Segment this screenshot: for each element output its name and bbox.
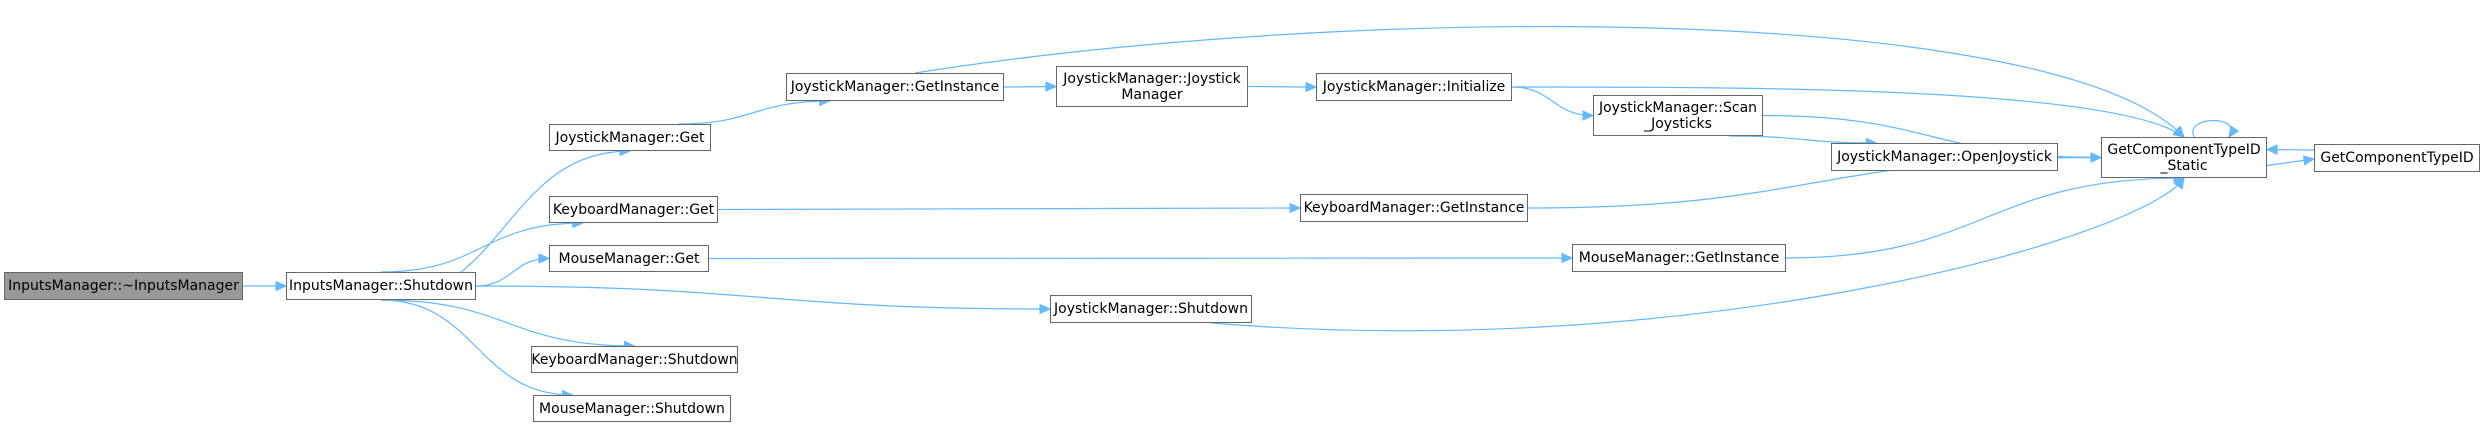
- node-getcomponenttypeid-static[interactable]: GetComponentTypeID_Static: [2101, 137, 2267, 178]
- node-label: JoystickManager::OpenJoystick: [1837, 149, 2052, 165]
- node-label: JoystickManager::Joystick: [1063, 70, 1241, 87]
- node-mouse-get[interactable]: MouseManager::Get: [549, 245, 709, 272]
- edge-arrowhead: [2090, 152, 2103, 163]
- edge-joystick-initialize-to-gct-static: [1511, 86, 2185, 138]
- edge-arrowhead: [1561, 252, 1574, 264]
- edge-arrowhead: [1039, 303, 1052, 315]
- node-keyboard-getinstance[interactable]: KeyboardManager::GetInstance: [1300, 194, 1528, 222]
- node-label: JoystickManager::Get: [555, 129, 705, 146]
- node-getcomponenttypeid[interactable]: GetComponentTypeID: [2314, 144, 2480, 172]
- node-joystick-get[interactable]: JoystickManager::Get: [549, 124, 711, 151]
- edge-arrowhead: [2228, 125, 2240, 139]
- node-joystick-openjoystick[interactable]: JoystickManager::OpenJoystick: [1831, 143, 2058, 171]
- edge-arrowhead: [2265, 144, 2278, 155]
- edge-keyboard-get-to-keyboard-getinstance: [717, 207, 1301, 211]
- edge-inputs-shutdown-to-mouse-shutdown: [380, 299, 573, 396]
- edge-arrowhead: [275, 280, 288, 292]
- node-label: KeyboardManager::Get: [552, 201, 715, 218]
- node-label: InputsManager::~InputsManager: [8, 278, 239, 294]
- edge-arrowhead: [1305, 81, 1318, 93]
- node-label: _Static: [2160, 157, 2208, 174]
- node-label: Manager: [1121, 86, 1183, 103]
- node-keyboard-shutdown[interactable]: KeyboardManager::Shutdown: [531, 346, 738, 373]
- edge-inputs-shutdown-to-keyboard-shutdown: [380, 299, 635, 347]
- node-keyboard-get[interactable]: KeyboardManager::Get: [549, 196, 718, 223]
- node-label: JoystickManager::GetInstance: [790, 79, 1000, 95]
- node-joystick-initialize[interactable]: JoystickManager::Initialize: [1316, 73, 1512, 101]
- edge-arrowhead: [2172, 126, 2185, 138]
- node-label: GetComponentTypeID: [2107, 141, 2261, 158]
- node-label: MouseManager::GetInstance: [1578, 250, 1780, 266]
- node-joystick-shutdown[interactable]: JoystickManager::Shutdown: [1050, 295, 1252, 323]
- edge-joystick-shutdown-to-gct-static: [1211, 177, 2185, 332]
- edge-joystick-get-to-joystick-getinstance: [678, 100, 830, 125]
- node-inputs-shutdown[interactable]: InputsManager::Shutdown: [286, 272, 476, 300]
- node-inputs-destructor[interactable]: InputsManager::~InputsManager: [4, 272, 243, 300]
- node-label: KeyboardManager::GetInstance: [1303, 200, 1525, 216]
- edge-inputs-shutdown-to-mouse-get: [475, 257, 550, 287]
- edge-arrowhead: [538, 253, 551, 264]
- node-label: KeyboardManager::Shutdown: [531, 351, 738, 368]
- edge-arrowhead: [2302, 155, 2316, 166]
- edge-arrowhead: [1582, 110, 1595, 121]
- node-mouse-getinstance[interactable]: MouseManager::GetInstance: [1572, 244, 1786, 272]
- edge-arrowhead: [1289, 202, 1302, 214]
- edge-arrowhead: [1045, 81, 1058, 92]
- edge-inputs-shutdown-to-joystick-shutdown: [475, 285, 1051, 310]
- edge-inputs-shutdown-to-keyboard-get: [380, 222, 583, 273]
- edge-joystick-scan-to-joystick-open: [1728, 135, 1877, 144]
- node-label: InputsManager::Shutdown: [289, 278, 473, 294]
- node-joystick-getinstance[interactable]: JoystickManager::GetInstance: [786, 73, 1004, 101]
- edge-joystick-getinstance-to-gct-static: [914, 26, 2185, 138]
- node-label: JoystickManager::Initialize: [1322, 79, 1506, 95]
- node-label: MouseManager::Shutdown: [539, 400, 725, 417]
- node-label: _Joysticks: [1644, 115, 1712, 132]
- node-label: MouseManager::Get: [558, 250, 700, 267]
- node-label: JoystickManager::Shutdown: [1054, 301, 1248, 317]
- edge-arrowhead: [2173, 176, 2185, 190]
- edge-gct-static-to-gct-static: [2192, 120, 2232, 138]
- node-joystick-scan[interactable]: JoystickManager::Scan_Joysticks: [1593, 95, 1763, 136]
- edge-joystick-initialize-to-joystick-scan: [1511, 86, 1594, 117]
- node-label: GetComponentTypeID: [2320, 150, 2474, 166]
- node-label: JoystickManager::Scan: [1598, 99, 1758, 116]
- edge-mouse-get-to-mouse-getinstance: [708, 257, 1573, 260]
- edge-mouse-getinstance-to-gct-static: [1785, 177, 2185, 259]
- node-mouse-shutdown[interactable]: MouseManager::Shutdown: [533, 395, 731, 422]
